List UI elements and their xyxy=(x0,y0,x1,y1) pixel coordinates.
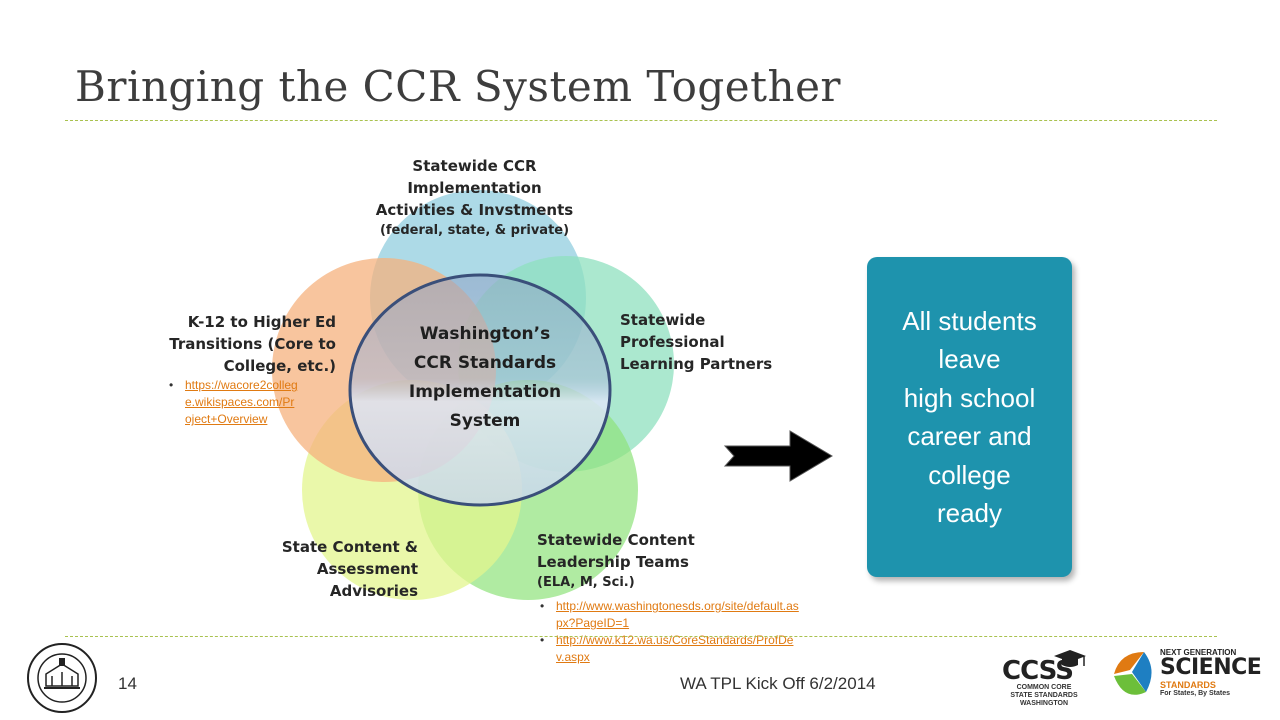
outcome-text: All students leave high school career an… xyxy=(902,305,1037,529)
title-divider xyxy=(65,120,1217,121)
petal-lower-right-line-2: Leadership Teams xyxy=(537,553,689,571)
wacore2college-link[interactable]: https://wacore2college.wikispaces.com/Pr… xyxy=(185,378,298,426)
bottom-link-list: http://www.washingtonesds.org/site/defau… xyxy=(538,598,800,666)
ccss-logo: CCSS COMMON CORE STATE STANDARDS WASHING… xyxy=(1000,648,1090,707)
ngss-main-text: SCIENCE xyxy=(1160,655,1262,680)
slide-title: Bringing the CCR System Together xyxy=(75,62,842,111)
center-line-3: Implementation xyxy=(408,382,562,402)
center-circle xyxy=(348,273,612,507)
petal-lower-right-sub: (ELA, M, Sci.) xyxy=(537,575,635,590)
ccss-mark: CCSS xyxy=(1002,656,1074,686)
bottom-link-item: http://www.k12.wa.us/CoreStandards/ProfD… xyxy=(538,632,800,666)
petal-label-lower-left: State Content & Assessment Advisories xyxy=(270,536,418,602)
center-line-4: System xyxy=(449,411,521,431)
petal-label-top: Statewide CCR Implementation Activities … xyxy=(347,155,602,241)
venn-diagram xyxy=(272,190,674,600)
ngss-standards-text: STANDARDS xyxy=(1160,680,1216,690)
petal-label-lower-right: Statewide Content Leadership Teams (ELA,… xyxy=(537,529,695,593)
petal-top-line-1: Statewide CCR Implementation xyxy=(407,157,542,197)
center-line-2: CCR Standards xyxy=(413,353,557,373)
petal-label-left: K-12 to Higher Ed Transitions (Core to C… xyxy=(160,311,336,377)
petal-left-line-3: College, etc.) xyxy=(223,357,336,375)
left-link-list: https://wacore2college.wikispaces.com/Pr… xyxy=(167,377,301,428)
outcome-box: All students leave high school career an… xyxy=(867,257,1072,577)
ngss-tagline: For States, By States xyxy=(1160,690,1231,697)
petal-lower-right-line-1: Statewide Content xyxy=(537,531,695,549)
petal-lower-left-line-3: Advisories xyxy=(329,582,418,600)
washingtonesds-link[interactable]: http://www.washingtonesds.org/site/defau… xyxy=(556,599,799,630)
petal-right-line-2: Professional xyxy=(620,333,725,351)
k12-core-standards-link[interactable]: http://www.k12.wa.us/CoreStandards/ProfD… xyxy=(556,633,794,664)
ngss-swirl-icon xyxy=(1114,652,1152,695)
petal-label-right: Statewide Professional Learning Partners xyxy=(620,309,772,375)
ccss-subtitle: COMMON CORE STATE STANDARDS WASHINGTON xyxy=(1010,684,1078,707)
left-link-item: https://wacore2college.wikispaces.com/Pr… xyxy=(167,377,301,428)
petal-left-line-2: Transitions (Core to xyxy=(169,335,336,353)
petal-left-line-1: K-12 to Higher Ed xyxy=(187,313,336,331)
petal-right-line-1: Statewide xyxy=(620,311,706,329)
center-label: Washington’s CCR Standards Implementatio… xyxy=(380,320,590,436)
petal-top-sub: (federal, state, & private) xyxy=(379,223,570,238)
right-arrow-icon xyxy=(723,430,833,482)
state-seal-logo xyxy=(27,643,97,713)
footer-text: WA TPL Kick Off 6/2/2014 xyxy=(680,674,876,693)
petal-top-line-2: Activities & Invstments xyxy=(375,201,574,219)
bottom-link-item: http://www.washingtonesds.org/site/defau… xyxy=(538,598,800,632)
petal-right-line-3: Learning Partners xyxy=(620,355,773,373)
ngss-logo: NEXT GENERATION SCIENCE STANDARDS For St… xyxy=(1110,648,1262,700)
page-number: 14 xyxy=(118,674,137,693)
footer-divider xyxy=(65,636,1217,637)
petal-lower-left-line-2: Assessment xyxy=(316,560,418,578)
center-line-1: Washington’s xyxy=(419,324,551,344)
petal-lower-left-line-1: State Content & xyxy=(281,538,418,556)
ngss-top-text: NEXT GENERATION xyxy=(1160,648,1237,657)
graduation-cap-icon xyxy=(1054,650,1086,667)
